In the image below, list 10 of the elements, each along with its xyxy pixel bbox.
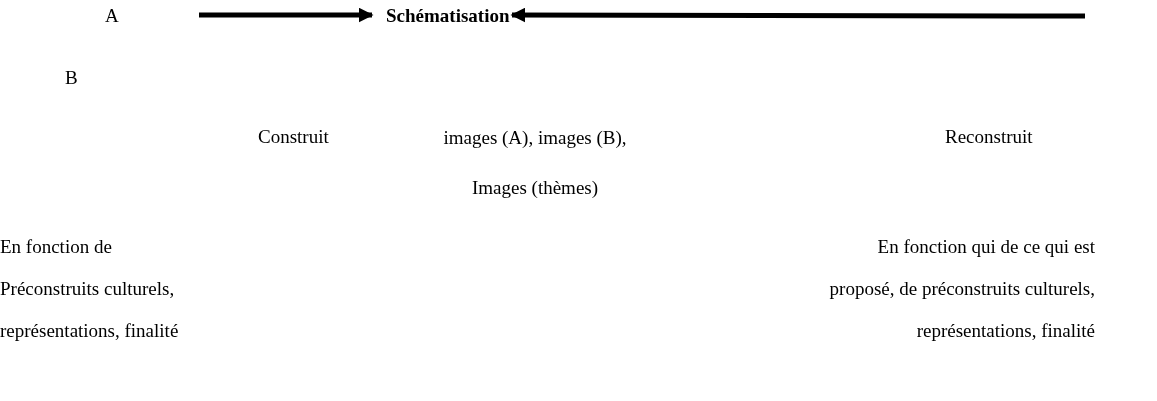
text-label: B — [65, 66, 78, 90]
text-label: images (A), images (B), Images (thèmes) — [442, 126, 628, 200]
text-label: En fonction qui de ce qui est proposé, de préconstruits culturels, représentations, finalité — [828, 235, 1095, 343]
text-label: Construit — [258, 125, 329, 149]
text-label: Reconstruit — [945, 125, 1033, 149]
arrow — [199, 7, 374, 23]
text-label: En fonction de Préconstruits culturels, représentations, finalité — [0, 235, 180, 343]
arrow — [510, 7, 1085, 23]
node-label: A — [105, 5, 119, 27]
node-label: Schématisation — [386, 5, 510, 27]
